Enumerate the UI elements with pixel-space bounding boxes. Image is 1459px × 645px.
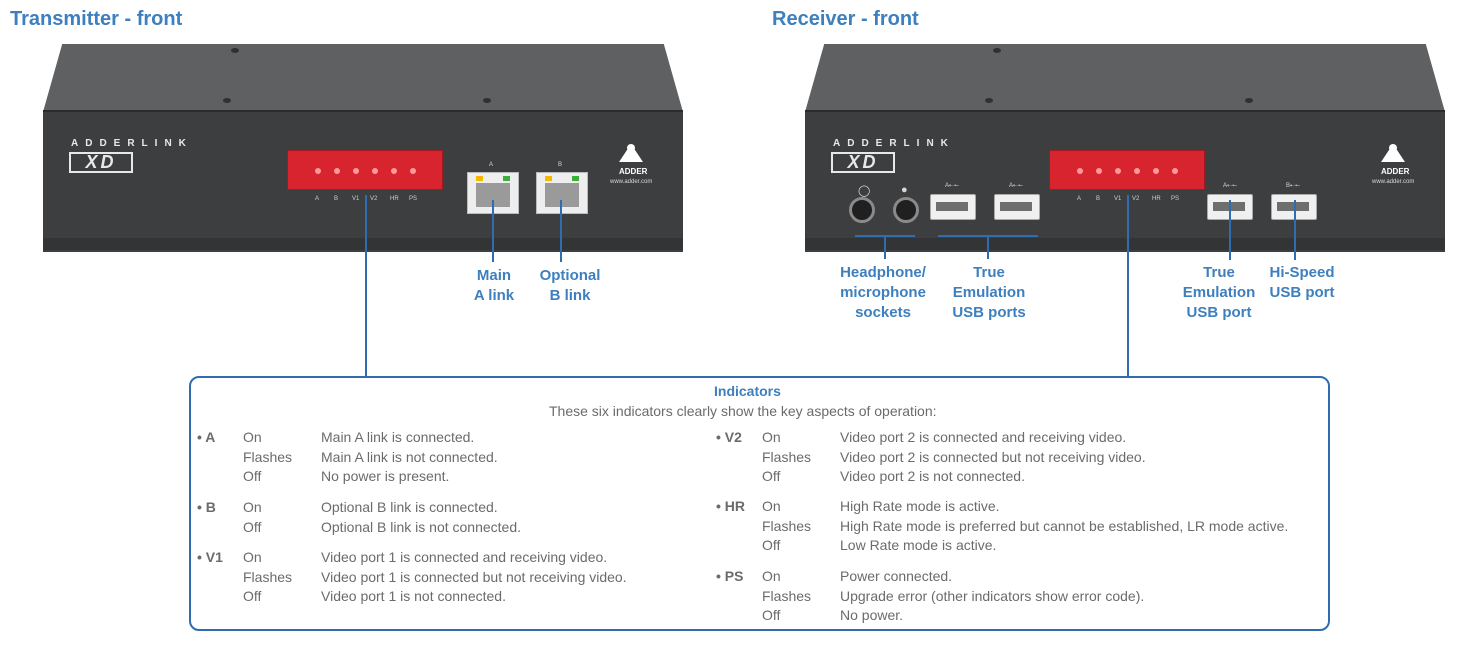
- led-label-v2: V2: [1132, 196, 1140, 202]
- adder-logo-icon: [619, 144, 643, 162]
- indicator-code: • HR: [716, 498, 746, 514]
- transmitter-device: ADDERLINK XD A B V1 V2 HR PS A B ADDER w…: [43, 44, 683, 252]
- true-emulation-usb-port-2: [994, 194, 1040, 220]
- model-badge: XD: [831, 152, 895, 173]
- indicator-code: • B: [197, 499, 216, 515]
- led-label-v2: V2: [370, 196, 378, 202]
- url-text: www.adder.com: [610, 179, 653, 185]
- led-label-hr: HR: [390, 196, 399, 202]
- usb-b-label: B⇠⭠: [1286, 183, 1300, 189]
- brand-text: ADDERLINK: [833, 138, 955, 149]
- microphone-socket: [893, 197, 919, 223]
- connector-line-headphone: [884, 235, 886, 259]
- connector-line-optional-b: [560, 200, 562, 262]
- receiver-device: ADDERLINK XD A B V1 V2 HR PS ◯ ● A⇠⭠ A⇠⭠…: [805, 44, 1445, 252]
- port-a-label: A: [489, 162, 494, 168]
- indicator-code: • V2: [716, 429, 742, 445]
- indicator-code: • V1: [197, 549, 223, 565]
- connector-line-main-a: [492, 200, 494, 262]
- receiver-heading: Receiver - front: [772, 8, 919, 30]
- led-label-v1: V1: [352, 196, 360, 202]
- led-panel: [1049, 150, 1205, 190]
- adder-logo-icon: [1381, 144, 1405, 162]
- port-b-label: B: [558, 162, 563, 168]
- led-label-ps: PS: [409, 196, 418, 202]
- brand-text: ADDERLINK: [71, 138, 193, 149]
- true-emulation-usb-port-1: [930, 194, 976, 220]
- url-text: www.adder.com: [1372, 179, 1415, 185]
- transmitter-heading: Transmitter - front: [10, 8, 183, 30]
- indicator-code: • A: [197, 429, 216, 445]
- led-label-a: A: [1077, 196, 1082, 202]
- connector-line-tx-leds: [365, 195, 367, 376]
- logo-text: ADDER: [619, 167, 648, 176]
- model-badge: XD: [69, 152, 133, 173]
- led-label-hr: HR: [1152, 196, 1161, 202]
- microphone-icon: ●: [901, 184, 908, 196]
- connector-line-rx-leds: [1127, 195, 1129, 376]
- headphone-socket: [849, 197, 875, 223]
- connector-line-usb-port: [1229, 200, 1231, 260]
- led-label-v1: V1: [1114, 196, 1122, 202]
- led-label-b: B: [334, 196, 339, 202]
- headphone-icon: ◯: [858, 185, 871, 197]
- connector-line-usb-ports: [987, 235, 989, 259]
- indicators-title: Indicators: [714, 383, 781, 399]
- led-label-a: A: [315, 196, 320, 202]
- led-label-ps: PS: [1171, 196, 1180, 202]
- indicators-subtitle: These six indicators clearly show the ke…: [549, 403, 937, 419]
- usb-a-label: A⇠⭠: [1009, 183, 1023, 189]
- logo-text: ADDER: [1381, 167, 1410, 176]
- indicators-box: [189, 376, 1330, 631]
- usb-a-label: A⇠⭠: [1223, 183, 1237, 189]
- led-label-b: B: [1096, 196, 1101, 202]
- connector-line-hispeed: [1294, 200, 1296, 260]
- optional-b-port: [536, 172, 588, 214]
- led-panel: [287, 150, 443, 190]
- usb-a-label: A⇠⭠: [945, 183, 959, 189]
- indicator-code: • PS: [716, 568, 744, 584]
